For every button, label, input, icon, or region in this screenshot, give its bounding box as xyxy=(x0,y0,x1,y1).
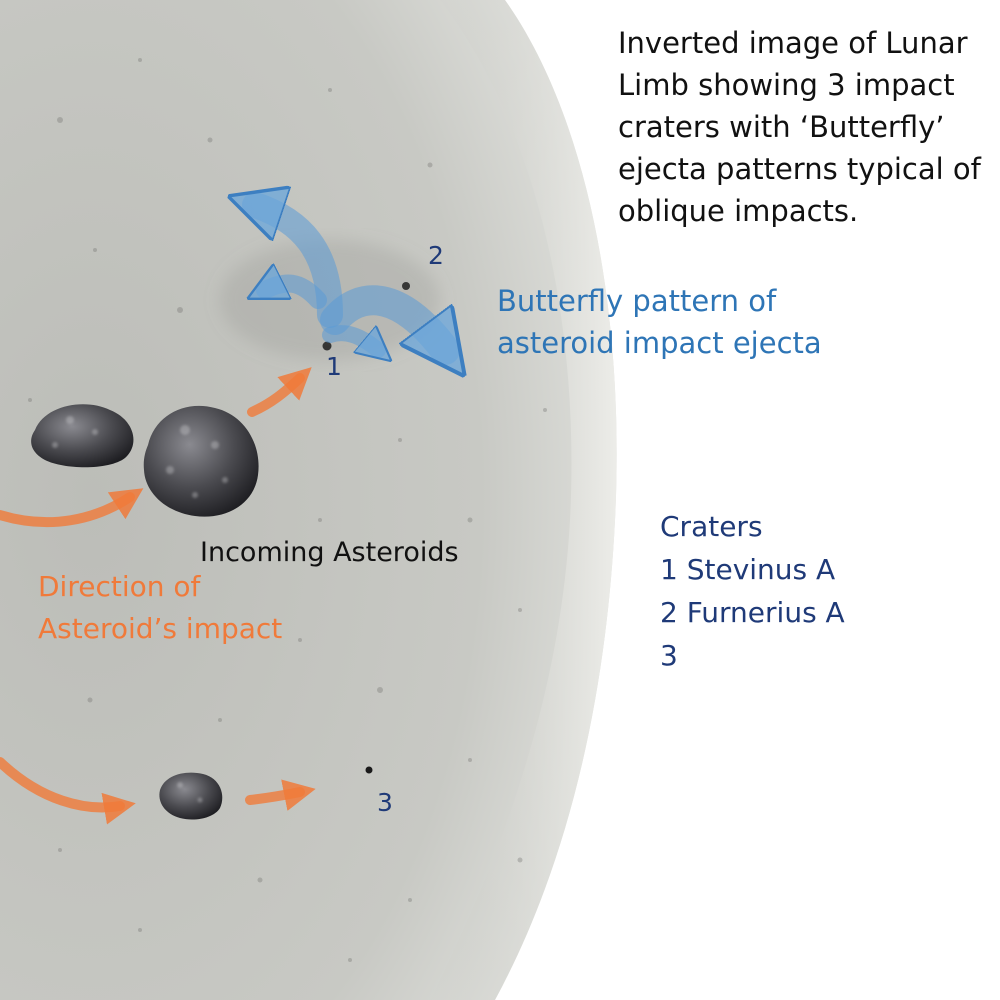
asteroid-rock-icon xyxy=(31,404,134,468)
direction-arrows xyxy=(0,367,316,825)
surface-texture xyxy=(28,58,547,962)
lunar-limb xyxy=(0,0,617,1000)
orange-arrow-icon xyxy=(245,779,316,811)
crater-marker-2: 2 xyxy=(428,241,444,270)
limb-highlight xyxy=(430,0,617,1000)
direction-label-line: Direction of xyxy=(38,570,201,603)
description-line: craters with ‘Butterfly’ xyxy=(618,110,945,144)
butterfly-label-line: Butterfly pattern of xyxy=(497,284,777,318)
description-line: oblique impacts. xyxy=(618,194,859,228)
description-line: Inverted image of Lunar xyxy=(618,26,968,60)
image-description: Inverted image of Lunar Limb showing 3 i… xyxy=(618,22,988,232)
asteroids xyxy=(31,404,259,820)
crater-3-spot xyxy=(365,766,373,774)
asteroid-rock-icon xyxy=(159,772,223,820)
incoming-asteroids-label: Incoming Asteroids xyxy=(200,537,459,568)
curved-arrow-icon xyxy=(322,325,378,350)
description-line: Limb showing 3 impact xyxy=(618,68,955,102)
asteroid-rock-icon xyxy=(143,405,259,517)
curved-arrow-icon xyxy=(265,283,327,309)
description-line: ejecta patterns typical of xyxy=(618,152,981,186)
crater-marker-1: 1 xyxy=(326,352,342,381)
direction-label-line: Asteroid’s impact xyxy=(38,612,283,645)
crater-legend: Craters 1 Stevinus A 2 Furnerius A 3 xyxy=(660,505,845,677)
butterfly-label-line: asteroid impact ejecta xyxy=(497,326,822,360)
orange-arrow-icon xyxy=(0,488,144,528)
direction-label: Direction of Asteroid’s impact xyxy=(38,566,282,650)
ejecta-arrows xyxy=(255,205,445,350)
crater-legend-item: 1 Stevinus A xyxy=(660,553,836,586)
crater-legend-item: 3 xyxy=(660,639,678,672)
crater-legend-item: 2 Furnerius A xyxy=(660,596,845,629)
orange-arrow-icon xyxy=(0,757,136,825)
orange-arrow-icon xyxy=(247,367,312,417)
curved-arrow-icon xyxy=(255,205,343,328)
crater-marker-3: 3 xyxy=(377,788,393,817)
curved-arrow-icon xyxy=(320,285,445,350)
crater-legend-title: Craters xyxy=(660,510,763,543)
butterfly-pattern-label: Butterfly pattern of asteroid impact eje… xyxy=(497,280,822,364)
